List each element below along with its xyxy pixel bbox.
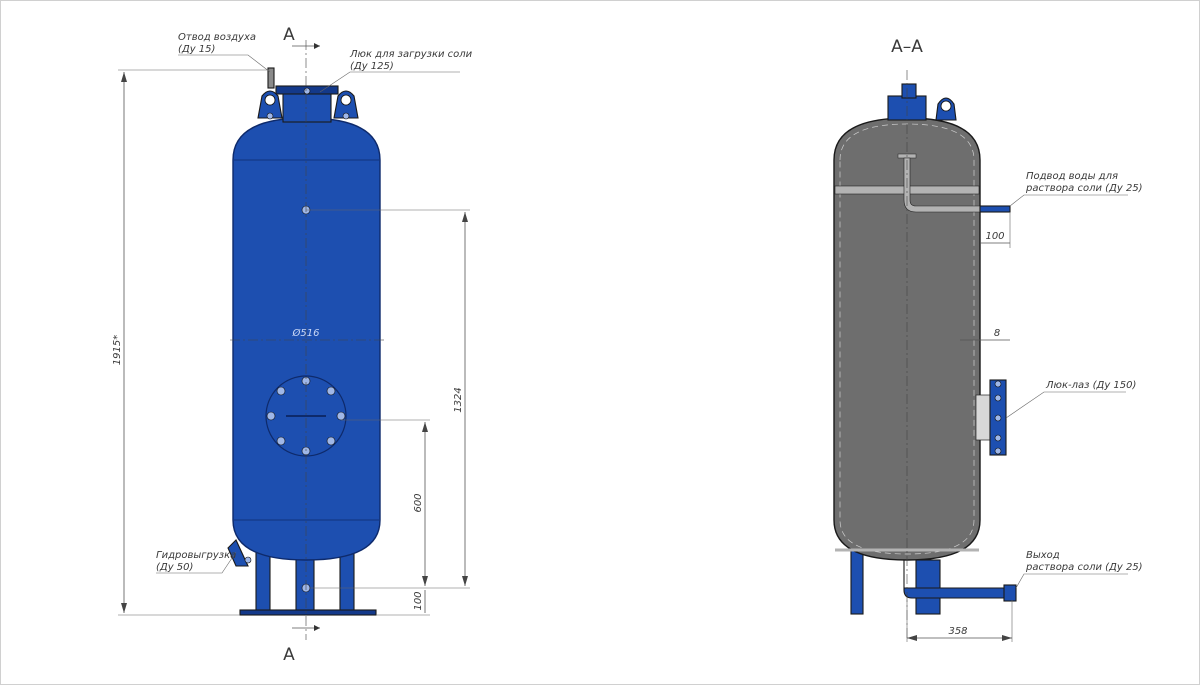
lug-bolt: [266, 112, 274, 120]
manhole-bolt: [994, 380, 1002, 388]
lug-hole-right: [340, 94, 352, 106]
flange-bolt: [326, 386, 336, 396]
manhole-bolt: [994, 394, 1002, 402]
dim-total-height: 1915*: [112, 335, 123, 365]
manhole-flange: [265, 375, 347, 457]
callout-brine-out-line2: раствора соли (Ду 25): [1025, 562, 1143, 573]
outlet-flange: [1003, 584, 1017, 602]
tank-body: [232, 117, 381, 561]
section-arrow-head-bottom: [314, 625, 320, 631]
hatch-bolt: [303, 87, 311, 95]
nozzle-bolt: [244, 556, 252, 564]
dim-wall-thickness: 8: [994, 328, 1000, 339]
section-arrow-head-top: [314, 43, 320, 49]
manhole-bolt: [994, 447, 1002, 455]
callout-manhole: Люк-лаз (Ду 150): [1045, 380, 1136, 391]
callout-water-inlet-line2: раствора соли (Ду 25): [1025, 183, 1143, 194]
callout-salt-hatch-line1: Люк для загрузки соли: [349, 49, 473, 60]
section-leg-right: [915, 559, 941, 615]
hydro-unload-nozzle: [227, 539, 249, 567]
manhole-nozzle: [975, 394, 991, 441]
callout-hydro-unload-line1: Гидровыгрузка: [156, 550, 236, 561]
leader-air-vent: [178, 54, 271, 73]
manhole-bolt: [994, 434, 1002, 442]
salt-hatch-neck: [282, 91, 332, 123]
dim-diameter: Ø516: [292, 327, 320, 339]
leader-manhole: [1005, 391, 1126, 419]
leader-brine-out: [1015, 573, 1128, 589]
section-tank-body: [833, 117, 981, 561]
leader-hydro-unload: [156, 551, 237, 574]
section-leg-left: [850, 549, 864, 615]
dim-100-left: 100: [413, 591, 424, 610]
inlet-pipe-external: [979, 205, 1011, 213]
lug-hole-left: [264, 94, 276, 106]
dim-600: 600: [413, 493, 424, 512]
section-lug-hole: [940, 100, 952, 112]
section-view: А–А 100: [833, 37, 1143, 642]
callout-air-vent-line2: (Ду 15): [178, 44, 215, 55]
support-leg-right: [339, 549, 355, 613]
callout-brine-out-line1: Выход: [1026, 550, 1060, 561]
section-title: А–А: [891, 37, 923, 57]
support-leg-left: [255, 549, 271, 613]
callout-water-inlet-line1: Подвод воды для: [1026, 171, 1118, 182]
leader-water-inlet: [1009, 194, 1128, 207]
lug-bolt: [342, 112, 350, 120]
flange-bolt: [276, 386, 286, 396]
manhole-bolt: [994, 414, 1002, 422]
dim-100-right: 100: [985, 231, 1004, 242]
leader-salt-hatch: [319, 71, 460, 93]
flange-bolt: [326, 436, 336, 446]
flange-bolt: [266, 411, 276, 421]
dim-358: 358: [948, 626, 967, 637]
callout-hydro-unload-line2: (Ду 50): [156, 562, 193, 573]
callout-salt-hatch-line2: (Ду 125): [350, 61, 394, 72]
air-vent-valve: [267, 67, 275, 89]
base-plate: [239, 609, 377, 616]
front-view: A A 1915* Ø516 1324 600 100 Отвод воздух…: [112, 25, 473, 665]
section-mark-top: A: [283, 25, 295, 45]
section-air-vent: [901, 83, 917, 99]
callout-air-vent-line1: Отвод воздуха: [178, 32, 256, 43]
flange-bolt: [336, 411, 346, 421]
dim-1324: 1324: [453, 387, 464, 412]
flange-bolt: [276, 436, 286, 446]
section-mark-bottom: A: [283, 645, 295, 665]
